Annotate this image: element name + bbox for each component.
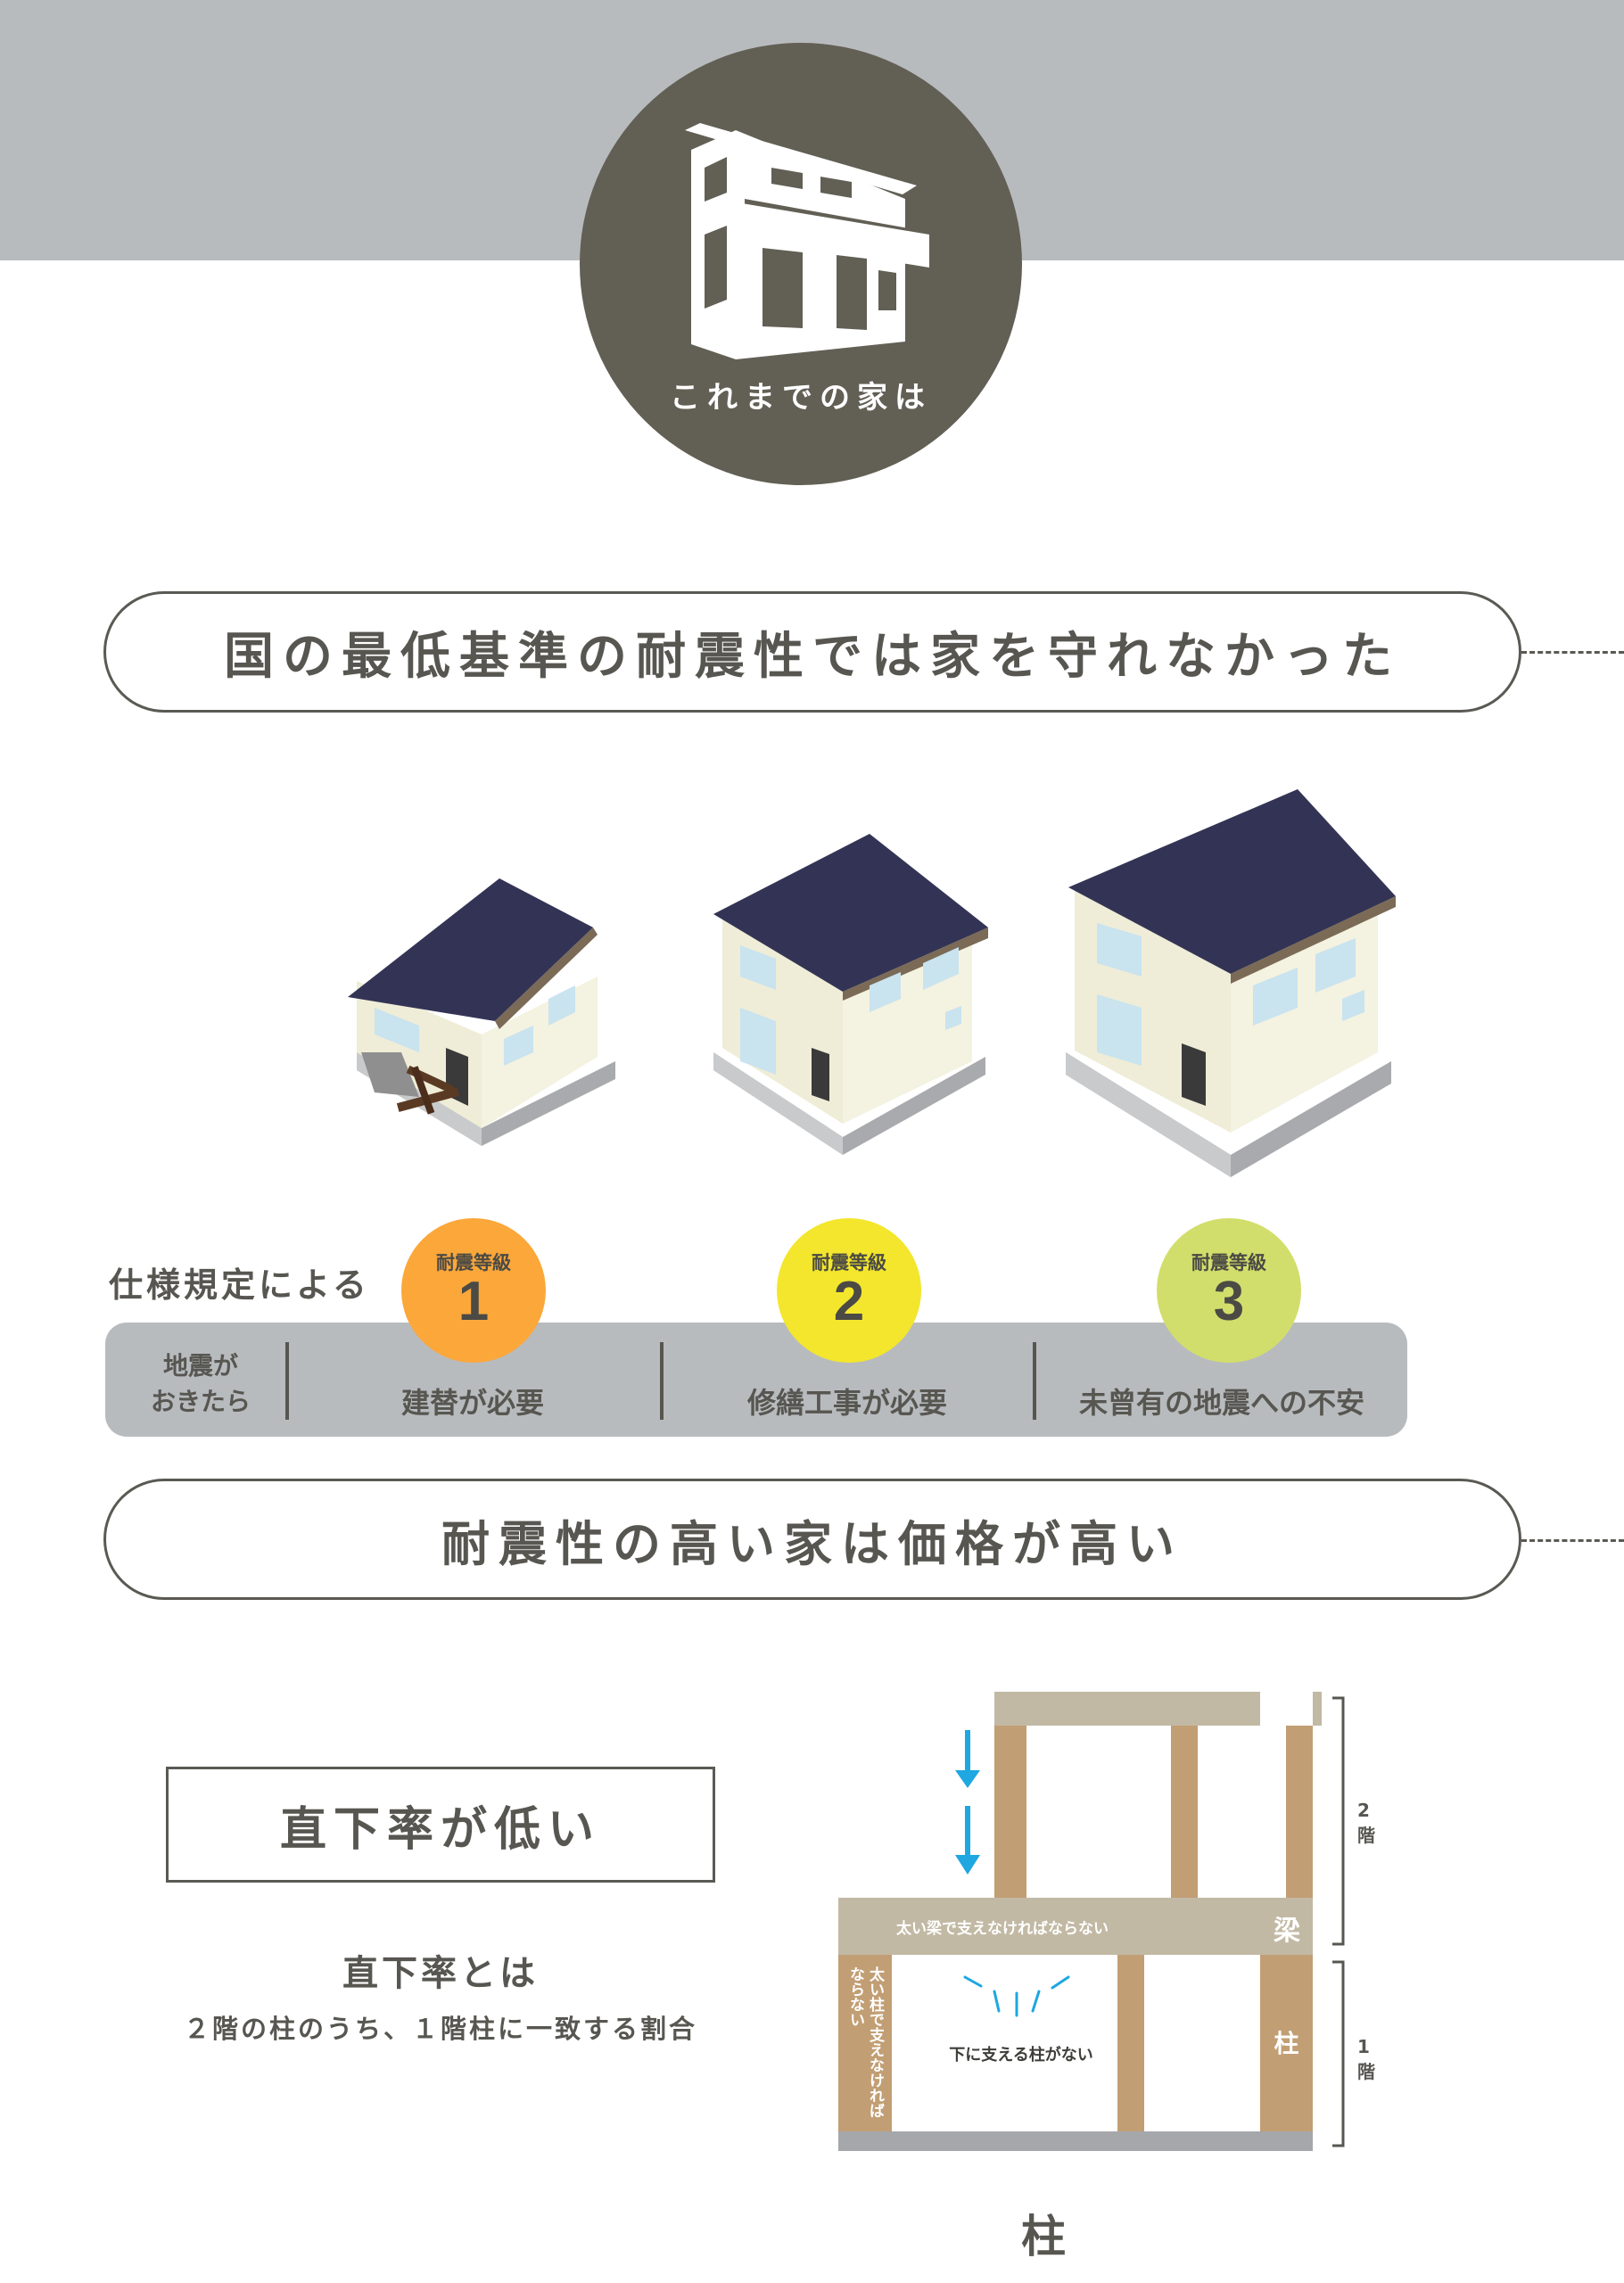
separator — [660, 1342, 664, 1420]
floor-base — [838, 2131, 1313, 2151]
hero-circle — [580, 43, 1022, 485]
seismic-grade-3-badge: 耐震等級 3 — [1157, 1218, 1301, 1363]
grade-number: 1 — [458, 1271, 490, 1332]
low-ratio-box: 直下率が低い — [166, 1767, 715, 1883]
grade-number: 3 — [1213, 1271, 1245, 1332]
pillar-diagram: 2 階 太い梁で支えなければならない 梁 太い柱で支えなければならない 柱 下に… — [838, 1685, 1375, 2274]
damaged-house-illustration — [713, 834, 988, 1155]
no-support-note: 下に支える柱がない — [949, 2046, 1093, 2065]
outcome-grade-2: 修繕工事が必要 — [746, 1386, 947, 1420]
ratio-subtitle: 直下率とは — [342, 1953, 539, 1994]
seismic-grade-2-badge: 耐震等級 2 — [777, 1218, 921, 1363]
pillar-label: 柱 — [1274, 2029, 1299, 2058]
collapsed-house-illustration — [348, 878, 615, 1146]
beam-note: 太い梁で支えなければならない — [896, 1920, 1109, 1938]
main-beam — [838, 1898, 1313, 1955]
floor1-area — [838, 1955, 1313, 2131]
grade-title: 耐震等級 — [1191, 1252, 1266, 1273]
beam-label: 梁 — [1274, 1916, 1300, 1947]
seismic-grade-1-badge: 耐震等級 1 — [401, 1218, 546, 1363]
outcome-grade-3: 未曾有の地震への不安 — [1078, 1386, 1364, 1420]
pillar-1f — [1117, 1955, 1144, 2131]
grade-title: 耐震等級 — [812, 1252, 886, 1273]
spec-label: 仕様規定による — [109, 1265, 370, 1305]
ratio-description: ２階の柱のうち、１階柱に一致する割合 — [183, 2014, 697, 2044]
houses-illustration — [348, 789, 1396, 1177]
row-label-line2: おきたら — [150, 1387, 251, 1416]
dashed-connector-2 — [1521, 1539, 1624, 1542]
banner-heading-1: 国の最低基準の耐震性では家を守れなかった — [103, 591, 1521, 713]
top-beam-end — [1313, 1692, 1322, 1726]
floor2-label: 2 階 — [1357, 1800, 1375, 1846]
alert-lines-icon — [963, 1975, 1070, 2017]
grade-number: 2 — [833, 1271, 865, 1332]
thick-pillar-right — [1260, 1955, 1313, 2131]
banner-heading-2: 耐震性の高い家は価格が高い — [103, 1479, 1521, 1600]
left-pillar-note: 太い柱で支えなければならない — [846, 1966, 884, 2118]
separator — [1033, 1342, 1036, 1420]
floor2-bracket — [1332, 1696, 1345, 1946]
thick-pillar-left — [838, 1955, 892, 2131]
separator — [285, 1342, 289, 1420]
row-label: 地震が おきたら — [134, 1348, 268, 1420]
top-beam — [994, 1692, 1260, 1726]
hero-label: これまでの家は — [670, 380, 932, 416]
intact-house-illustration — [1066, 789, 1396, 1177]
diagram-caption: 柱 — [1021, 2211, 1066, 2262]
house-icon — [685, 123, 929, 359]
row-label-line1: 地震が — [162, 1351, 238, 1381]
grade-title: 耐震等級 — [436, 1252, 511, 1273]
dashed-connector-1 — [1521, 651, 1624, 654]
floor1-label: 1 階 — [1357, 2036, 1375, 2082]
floor1-bracket — [1332, 1960, 1345, 2147]
down-arrow-icon — [955, 1730, 980, 1875]
outcome-grade-1: 建替が必要 — [400, 1386, 544, 1420]
